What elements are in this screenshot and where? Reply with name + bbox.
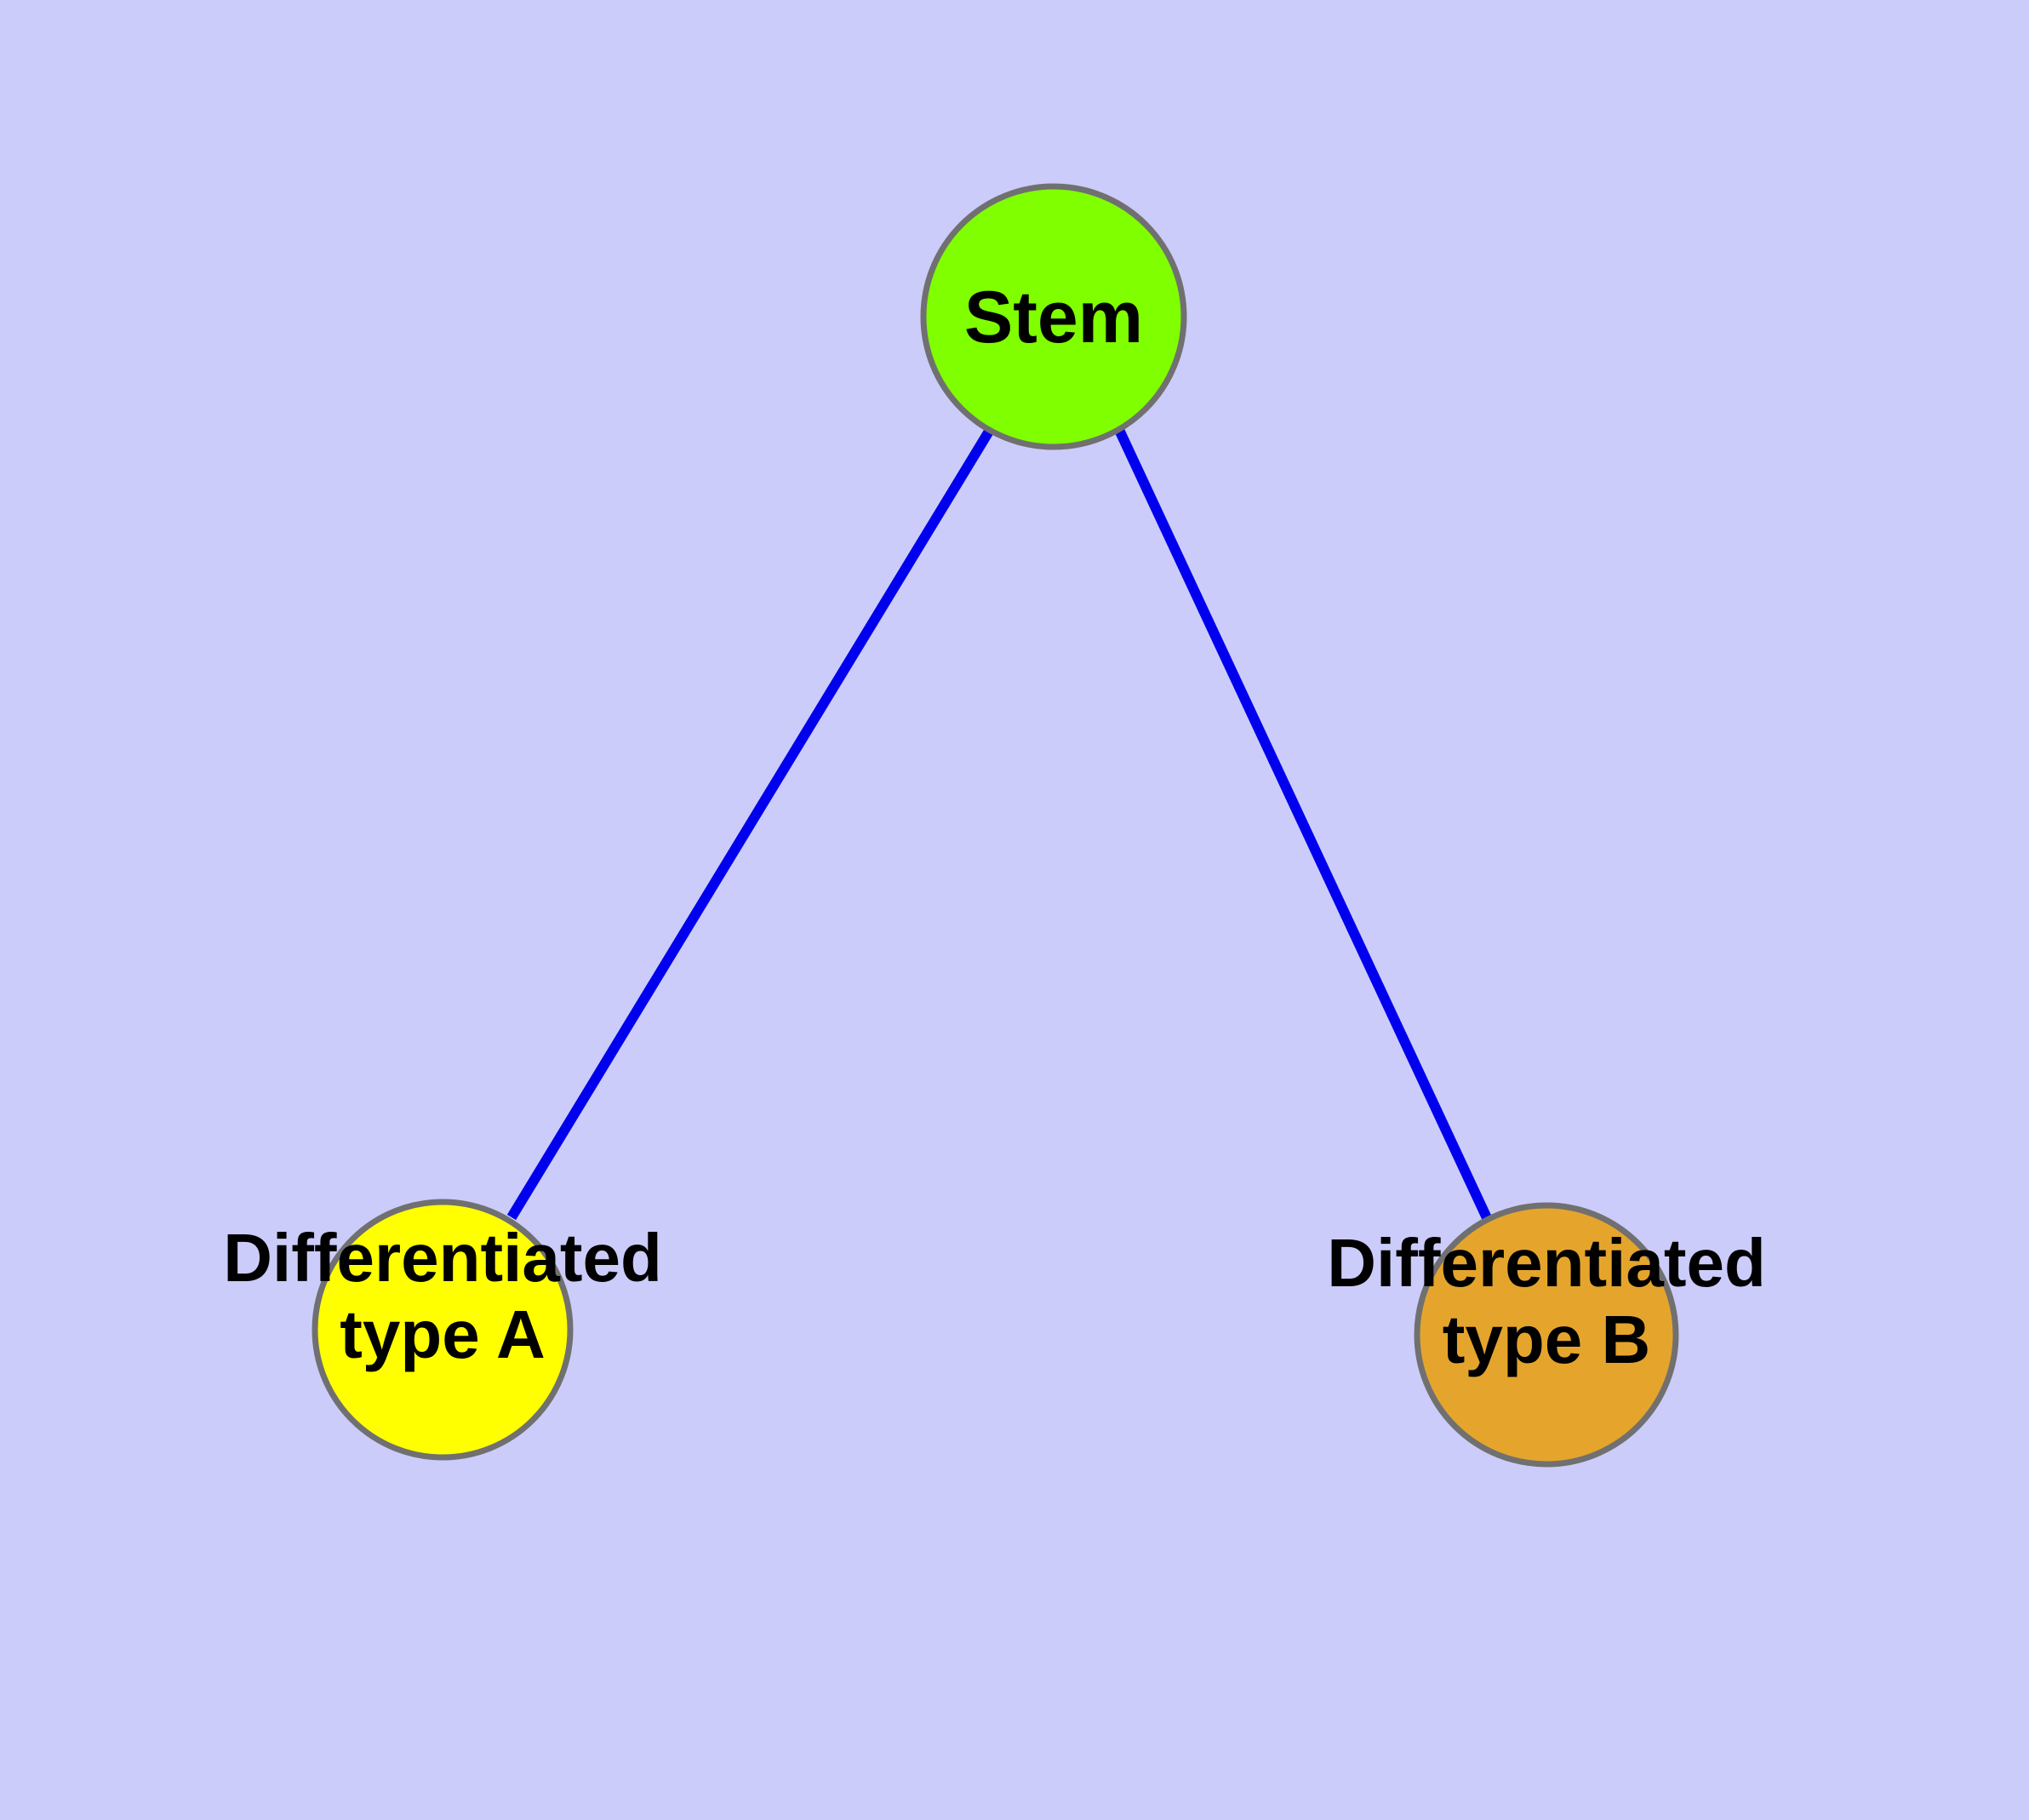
graph-node-label-line: Differentiated bbox=[223, 1220, 662, 1296]
graph-node-diff-b[interactable] bbox=[1414, 1202, 1679, 1468]
edges-layer bbox=[506, 426, 1494, 1224]
nodes-layer bbox=[311, 183, 1679, 1468]
graph-edge-stem-to-diff-a[interactable] bbox=[506, 426, 995, 1221]
graph-edge-stem-to-diff-b[interactable] bbox=[1114, 427, 1494, 1224]
graph-node-label-stem: Stem bbox=[964, 277, 1143, 358]
graph-node-label-line: type B bbox=[1443, 1302, 1651, 1377]
graph-node-label-line: Differentiated bbox=[1327, 1225, 1766, 1301]
graph-node-label-line: Stem bbox=[964, 277, 1143, 358]
graph-node-stem[interactable] bbox=[920, 183, 1187, 450]
graph-node-label-line: type A bbox=[340, 1296, 546, 1372]
graph-node-diff-a[interactable] bbox=[311, 1199, 574, 1461]
